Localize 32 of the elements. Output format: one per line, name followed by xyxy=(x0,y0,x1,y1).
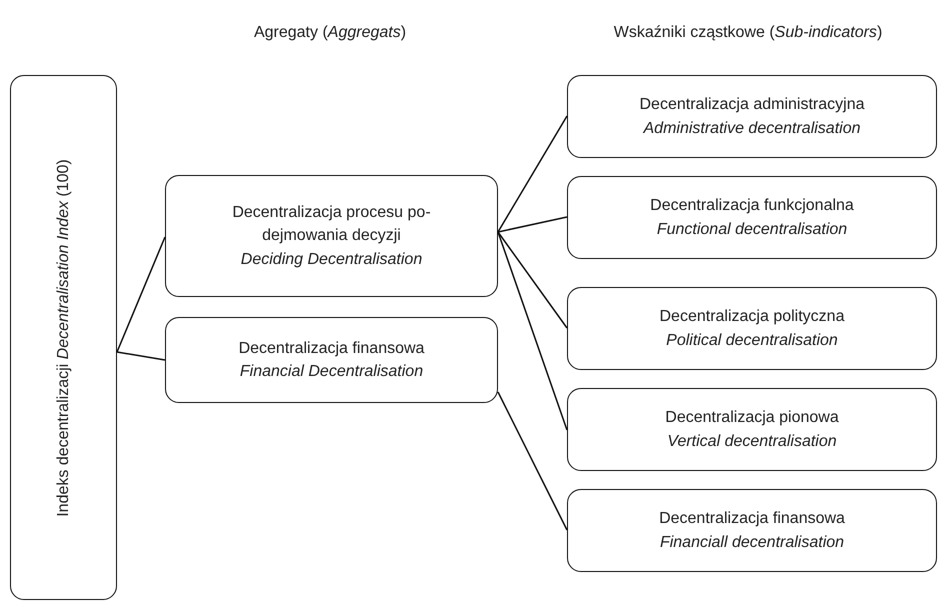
rounded-box xyxy=(567,489,937,572)
connector-line xyxy=(497,116,568,232)
english-text: Financiall decentralisation xyxy=(658,532,846,552)
column-heading: Wskaźniki cząstkowe (Sub-indicators) xyxy=(614,24,882,42)
connector-line xyxy=(116,351,166,361)
connector-line xyxy=(116,236,166,352)
polish-text: Decentralizacja procesu po-dejmowania decyzji xyxy=(231,203,432,246)
english-text: Administrative decentralisation xyxy=(642,118,862,138)
connector-line xyxy=(497,232,568,430)
polish-text: Decentralizacja finansowa xyxy=(238,338,426,359)
english-text: Financial Decentralisation xyxy=(238,362,424,382)
column-heading: Agregaty (Aggregats) xyxy=(254,24,406,42)
box-text: Indeks decentralizacji Decentralisation Index (100) xyxy=(53,158,72,518)
polish-text: Decentralizacja funkcjonalna xyxy=(649,196,855,216)
rounded-box xyxy=(165,175,498,297)
polish-text: Decentralizacja polityczna xyxy=(658,307,846,328)
connector-line xyxy=(497,392,568,530)
rounded-box xyxy=(567,75,937,158)
rounded-box xyxy=(10,75,117,600)
english-text: Political decentralisation xyxy=(665,330,839,350)
rounded-box xyxy=(567,176,937,259)
polish-text: Decentralizacja pionowa xyxy=(664,408,840,428)
rounded-box xyxy=(567,388,937,471)
english-text: Functional decentralisation xyxy=(656,220,848,240)
english-text: Deciding Decentralisation xyxy=(240,250,424,270)
polish-text: Decentralizacja finansowa xyxy=(658,509,846,530)
connector-line xyxy=(497,232,568,328)
connector-line xyxy=(498,216,568,233)
polish-text: Decentralizacja administracyjna xyxy=(638,95,866,116)
english-text: Vertical decentralisation xyxy=(666,432,838,452)
rounded-box xyxy=(567,287,937,370)
rounded-box xyxy=(165,317,498,403)
